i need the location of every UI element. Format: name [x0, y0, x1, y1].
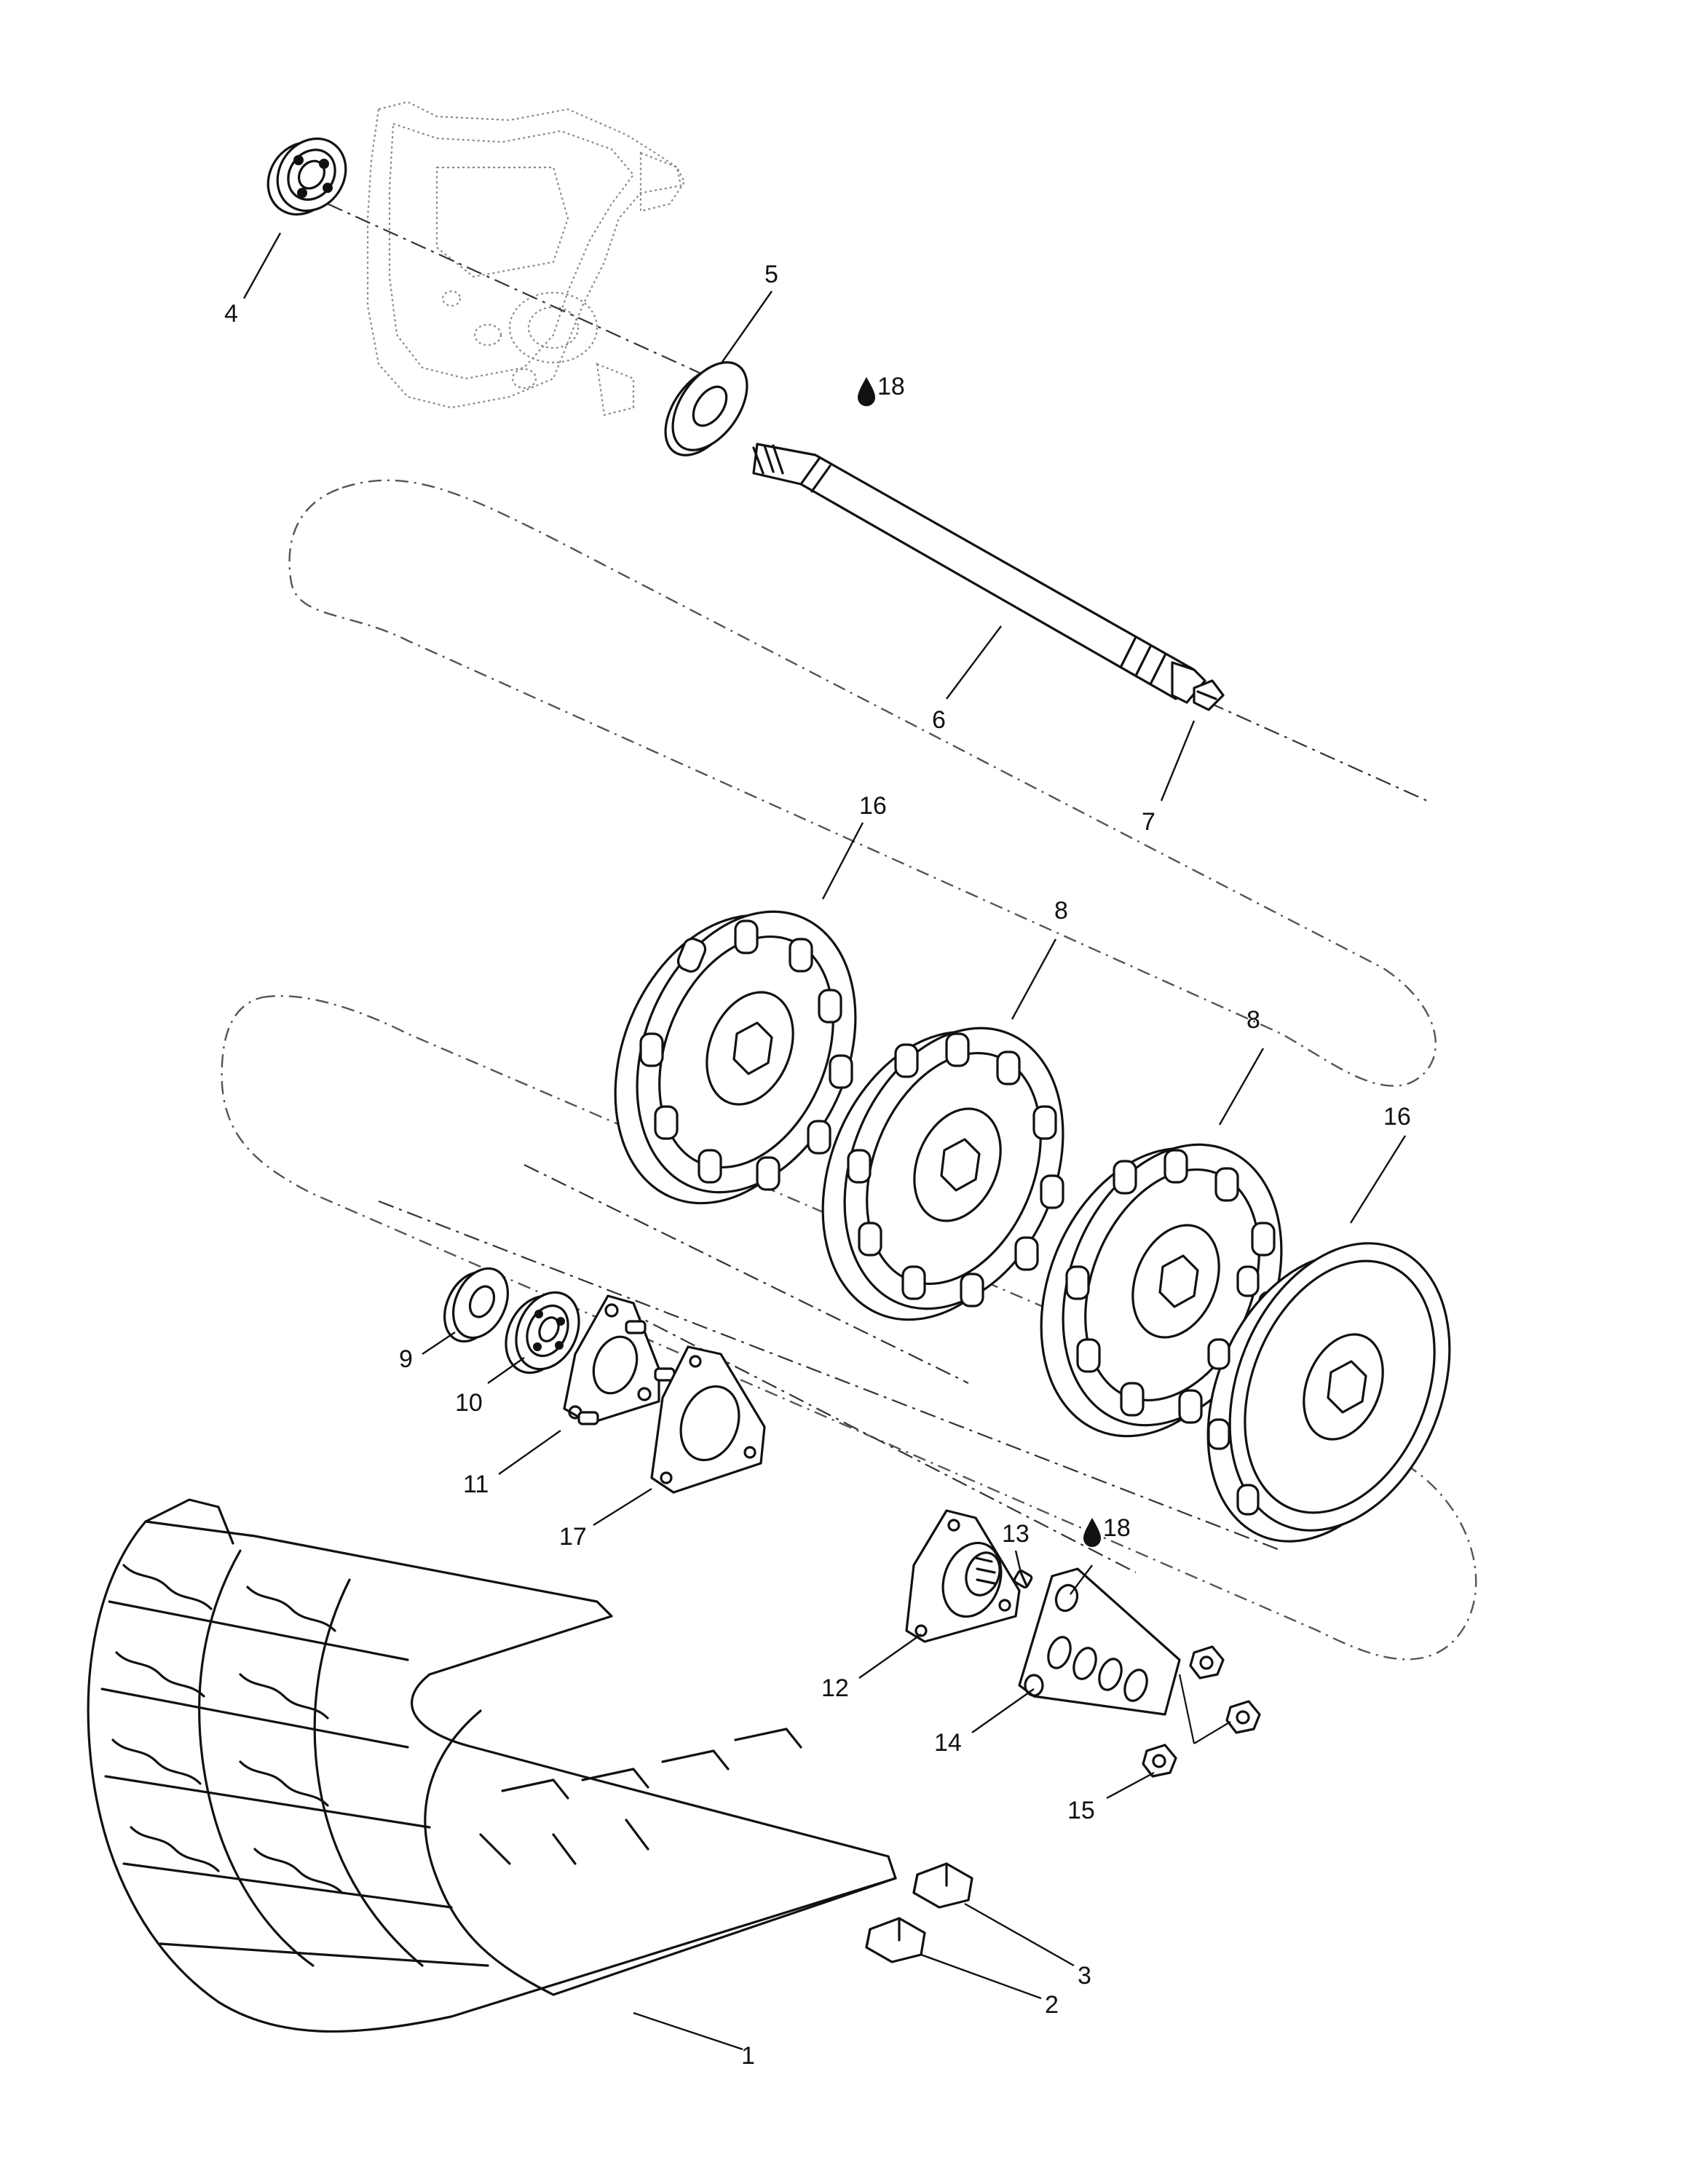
callout-7: 7 — [1142, 808, 1155, 836]
oil-drop-icon — [1083, 1518, 1101, 1547]
oil-drop-icon — [858, 377, 875, 406]
clips-parts-2-3 — [865, 1862, 973, 1963]
callout-2: 2 — [1045, 1991, 1059, 2019]
callout-16-right: 16 — [1383, 1103, 1411, 1131]
callout-10: 10 — [455, 1389, 483, 1417]
lock-collar-part-9 — [443, 1267, 509, 1343]
bracket-plate-part-14 — [1018, 1567, 1181, 1716]
sprocket-part-8-first — [821, 1026, 1064, 1321]
leader-lines — [242, 232, 1407, 2051]
seal-part-5 — [664, 361, 748, 456]
bearing-housing-part-12 — [905, 1509, 1021, 1643]
nuts-part-15 — [1142, 1645, 1261, 1778]
callout-3: 3 — [1078, 1962, 1091, 1990]
callout-labels: 1 2 3 4 5 6 7 8 8 9 10 11 12 13 14 15 16… — [224, 261, 1411, 2070]
gasket-plate-part-17 — [650, 1345, 766, 1494]
grease-fitting-part-13 — [1013, 1570, 1033, 1588]
axle-endcap-part-7 — [1193, 679, 1225, 711]
track-part-1 — [87, 1498, 897, 2033]
bearing-part-10 — [505, 1291, 580, 1374]
callout-18-fitting: 18 — [1103, 1514, 1131, 1542]
bearing-part-4 — [266, 137, 347, 216]
sprocket-part-16-left — [614, 910, 857, 1205]
callout-15: 15 — [1067, 1797, 1095, 1824]
callout-8-second: 8 — [1247, 1006, 1260, 1034]
callout-14: 14 — [934, 1729, 962, 1757]
callout-6: 6 — [932, 706, 946, 734]
callout-18-shaft: 18 — [877, 373, 905, 400]
callout-5: 5 — [765, 261, 778, 288]
callout-8-first: 8 — [1054, 897, 1068, 925]
callout-13: 13 — [1002, 1520, 1030, 1548]
callout-11: 11 — [463, 1471, 489, 1498]
callout-9: 9 — [399, 1345, 413, 1373]
chain-path-ghost — [221, 479, 1477, 1661]
callout-16-left: 16 — [859, 792, 887, 820]
callout-1: 1 — [741, 2042, 755, 2070]
drive-axle-part-6 — [752, 443, 1206, 704]
callout-17: 17 — [559, 1523, 587, 1551]
bearing-flange-part-11 — [563, 1294, 676, 1425]
callout-12: 12 — [821, 1674, 849, 1702]
callout-4: 4 — [224, 300, 238, 328]
sprocket-part-16-right — [1206, 1242, 1451, 1543]
chaincase-housing-ghost — [366, 100, 686, 416]
